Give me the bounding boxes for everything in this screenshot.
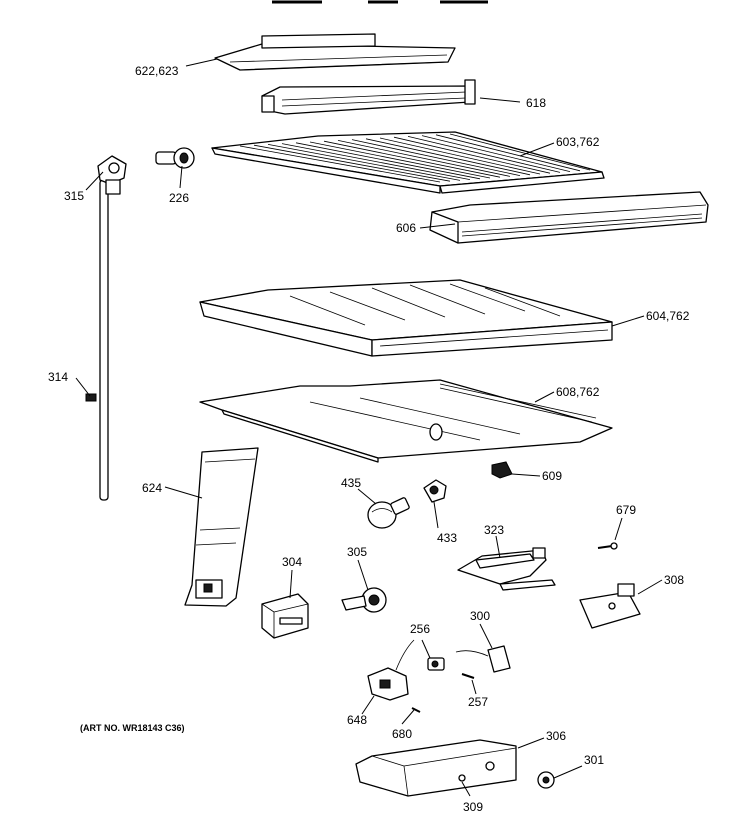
part-618-rail (261, 79, 476, 115)
part-606-drawer-front (429, 191, 709, 244)
shelf-wire-line (337, 140, 511, 177)
leader-lines (75, 58, 663, 797)
callout-226: 226 (169, 191, 189, 205)
callout-labels: 622,623 618 603,762 315 226 606 604,762 … (48, 64, 690, 814)
callout-648: 648 (347, 713, 367, 727)
shelf-wire-line (435, 134, 581, 172)
part-622-623-cover (214, 33, 456, 71)
callout-323: 323 (484, 523, 504, 537)
part-256 (427, 657, 445, 671)
shelf-wire-line (323, 140, 501, 178)
part-308-board (579, 583, 641, 629)
part-435-light-bulb (367, 497, 410, 529)
part-624-bracket (184, 447, 259, 607)
shelf-wire-line (253, 144, 451, 182)
callout-624: 624 (142, 481, 162, 495)
shelf-wire-line (421, 135, 571, 172)
part-226-knob (155, 147, 195, 169)
callout-680: 680 (392, 727, 412, 741)
callout-257: 257 (468, 695, 488, 709)
part-304 (261, 593, 309, 639)
shelf-wire-line (295, 142, 481, 180)
callout-315: 315 (64, 189, 84, 203)
callout-300: 300 (470, 609, 490, 623)
shelf-wire-line (267, 144, 461, 181)
part-604-762-shelf (199, 279, 613, 357)
callout-609: 609 (542, 469, 562, 483)
shelf-wire-line (393, 136, 551, 174)
shelf-wire-line (379, 137, 541, 175)
callout-679: 679 (616, 503, 636, 517)
callout-309: 309 (463, 800, 483, 814)
callout-435: 435 (341, 476, 361, 490)
art-number: (ART NO. WR18143 C36) (80, 723, 185, 733)
part-305-gear (341, 587, 387, 613)
part-315-rod (97, 155, 127, 501)
shelf-wire-line (281, 143, 471, 180)
callout-304: 304 (282, 555, 302, 569)
part-609 (491, 461, 513, 479)
part-433-socket (423, 479, 447, 503)
callout-618: 618 (526, 96, 546, 110)
shelf-wire-line (239, 145, 441, 183)
shelf-wire-line (309, 141, 491, 179)
callout-305: 305 (347, 545, 367, 559)
callout-314: 314 (48, 370, 68, 384)
part-306-housing (355, 739, 517, 797)
part-314-clip (85, 393, 97, 402)
callout-308: 308 (664, 573, 684, 587)
shelf-wire-line (407, 136, 561, 173)
shelf-wire-line (365, 138, 531, 176)
part-257-screw (461, 673, 475, 679)
callout-301: 301 (584, 753, 604, 767)
callout-306: 306 (546, 729, 566, 743)
part-301-knob (537, 771, 555, 789)
callout-606: 606 (396, 221, 416, 235)
callout-622-623: 622,623 (135, 64, 179, 78)
shelf-wire-line (351, 139, 521, 176)
part-679-screw (597, 542, 618, 550)
callout-603-762: 603,762 (556, 135, 600, 149)
callout-256: 256 (410, 622, 430, 636)
shelf-wire-line (449, 133, 591, 171)
callout-433: 433 (437, 531, 457, 545)
part-323-housing (457, 547, 556, 591)
callout-608-762: 608,762 (556, 385, 600, 399)
callout-604-762: 604,762 (646, 309, 690, 323)
part-608-762-pan (199, 379, 613, 463)
part-603-762-shelf (211, 131, 605, 194)
part-648 (367, 639, 415, 701)
part-300 (455, 645, 511, 673)
part-680-screw (411, 707, 421, 713)
